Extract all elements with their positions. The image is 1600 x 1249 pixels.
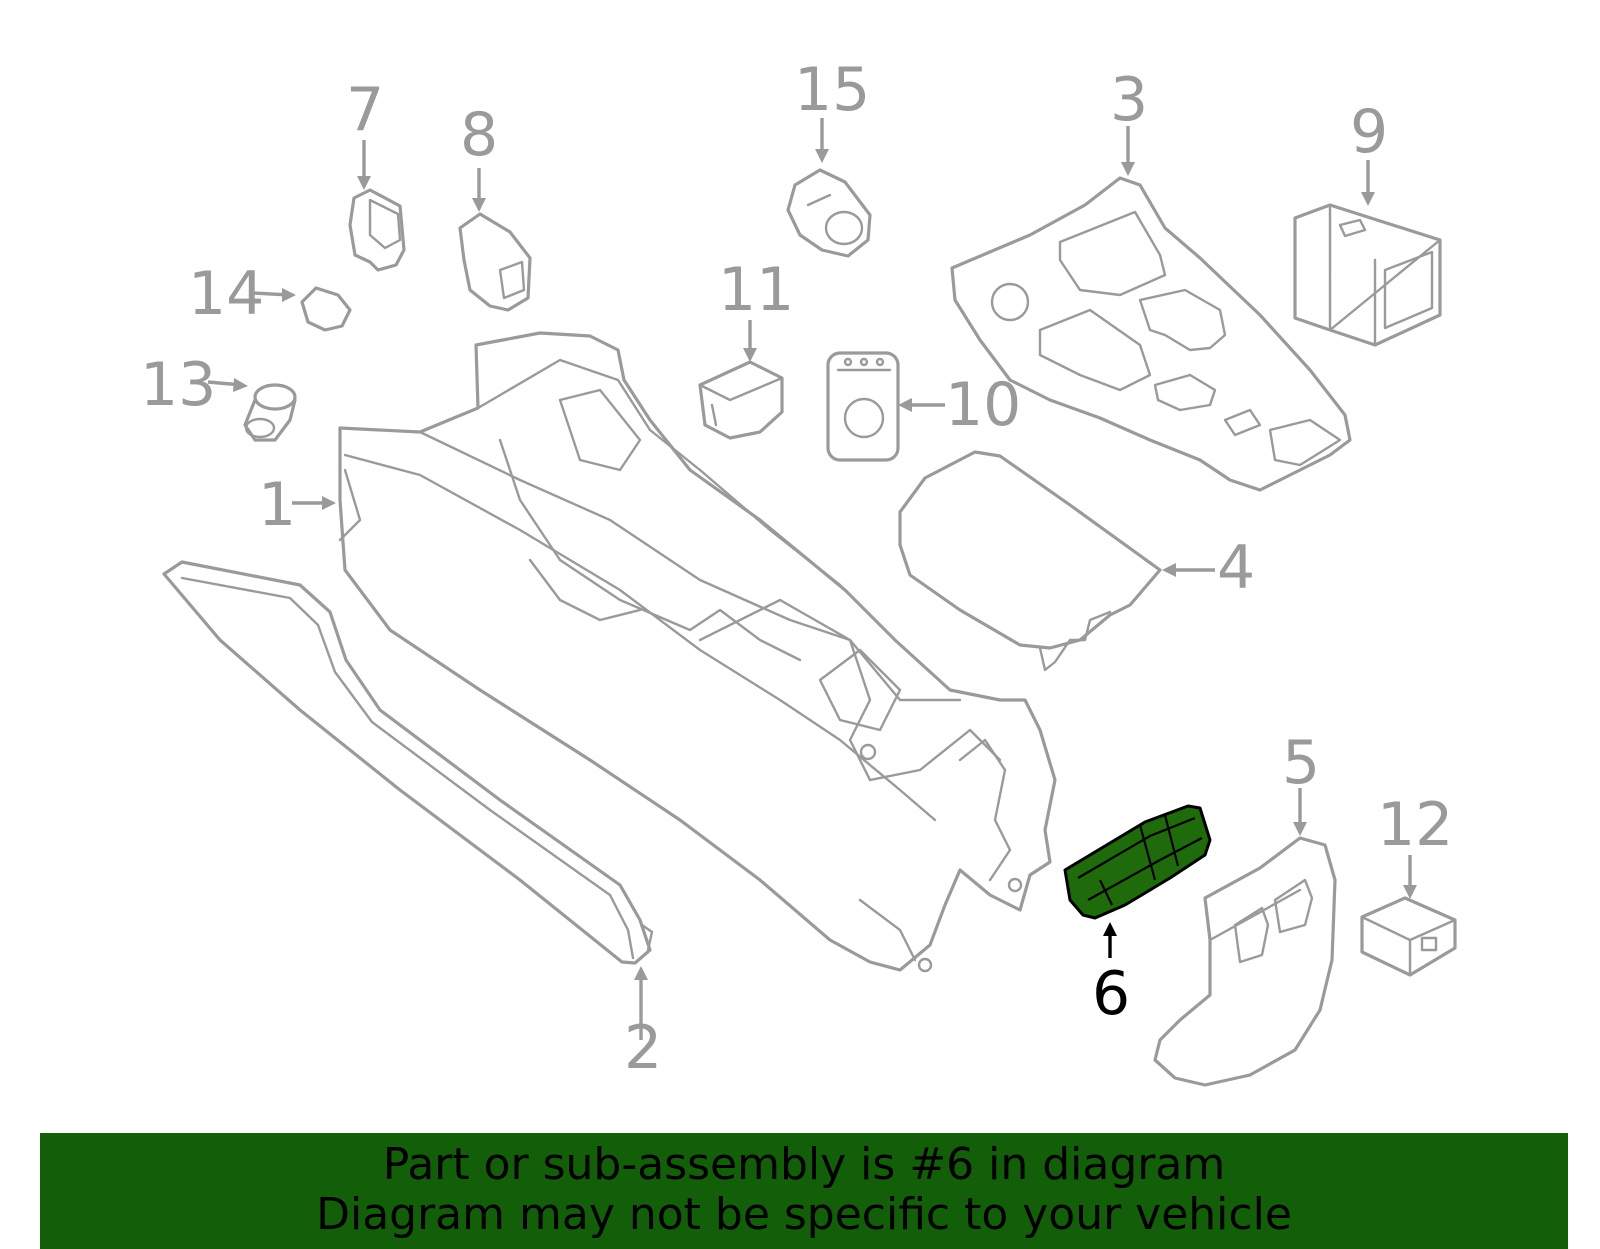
leader-arrows [207, 118, 1417, 1040]
part-13-power-outlet [243, 383, 297, 442]
callout-11: 11 [718, 255, 794, 325]
callout-14: 14 [188, 259, 264, 329]
part-5-rear-panel [1153, 836, 1337, 1087]
callout-10: 10 [945, 370, 1021, 440]
callout-12: 12 [1377, 790, 1453, 860]
part-11-socket [698, 360, 784, 440]
banner-line-1: Part or sub-assembly is #6 in diagram [382, 1139, 1226, 1190]
callout-2: 2 [624, 1013, 662, 1083]
part-14-cap [300, 286, 352, 332]
part-3-shifter-bezel [950, 176, 1352, 492]
part-8-usb-port [458, 212, 532, 312]
callout-15: 15 [794, 55, 870, 125]
info-banner: Part or sub-assembly is #6 in diagram Di… [40, 1133, 1568, 1249]
part-7-switch [348, 188, 406, 272]
part-9-control-module [1293, 203, 1442, 347]
callout-4: 4 [1217, 533, 1255, 603]
part-1-console-body [338, 331, 1057, 973]
part-15-knob [786, 168, 872, 258]
part-10-cup-holder-insert [826, 351, 900, 462]
part-6-rear-air-vent [1063, 804, 1212, 920]
callout-1: 1 [258, 470, 296, 540]
part-12-media-port [1360, 896, 1457, 977]
callout-9: 9 [1350, 97, 1388, 167]
banner-line-2: Diagram may not be specific to your vehi… [316, 1189, 1292, 1240]
callout-5: 5 [1282, 728, 1320, 798]
callout-3: 3 [1110, 65, 1148, 135]
part-2-side-trim [162, 560, 654, 965]
callout-13: 13 [140, 350, 216, 420]
part-4-armrest-lid [898, 450, 1162, 672]
callout-labels: 1 2 3 4 5 6 7 8 9 10 11 12 13 14 15 [140, 55, 1453, 1083]
callout-8: 8 [460, 100, 498, 170]
callout-7: 7 [346, 75, 384, 145]
callout-6: 6 [1092, 959, 1130, 1029]
